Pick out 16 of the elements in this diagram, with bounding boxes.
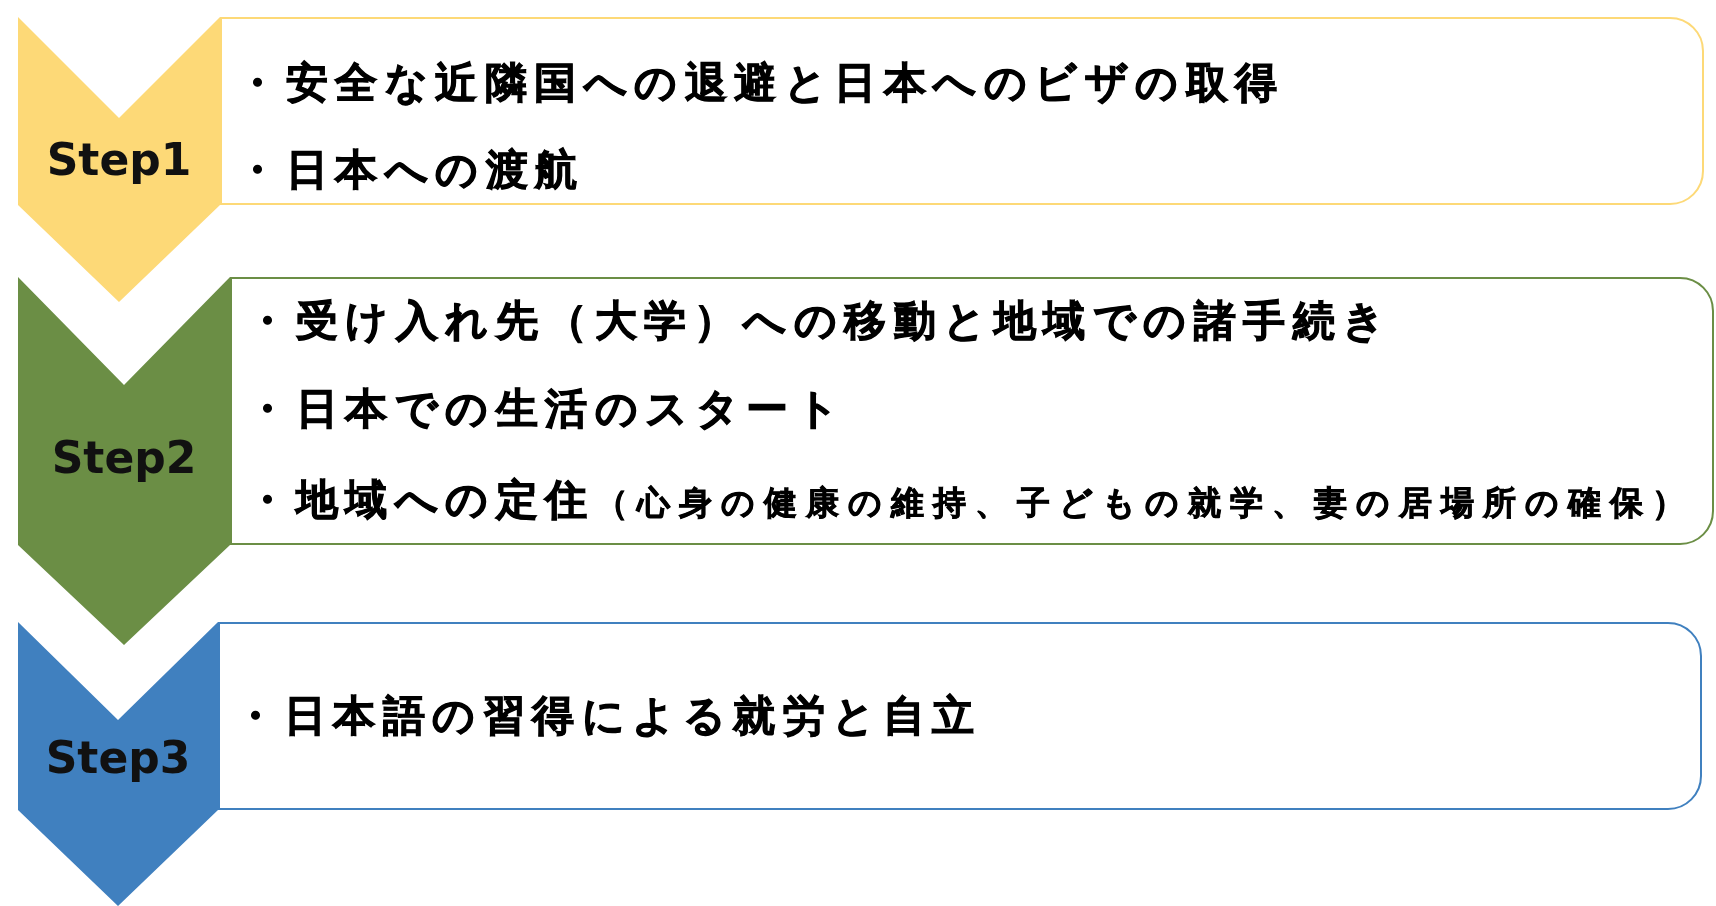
bullet-item: ・地域への定住	[246, 474, 595, 526]
text-box	[220, 17, 1704, 205]
step-label: Step2	[50, 433, 198, 483]
step-label: Step1	[45, 135, 193, 185]
bullet-item: ・日本への渡航	[236, 144, 585, 196]
bullet-item: ・日本語の習得による就労と自立	[234, 690, 982, 742]
note-text: （心身の健康の維持、子どもの就学、妻の居場所の確保）	[594, 482, 1694, 524]
text-box	[218, 622, 1702, 810]
step-marker	[18, 622, 218, 906]
bullet-item: ・安全な近隣国への退避と日本へのビザの取得	[236, 57, 1285, 109]
bullet-item: ・受け入れ先（大学）への移動と地域での諸手続き	[246, 295, 1393, 347]
text-box	[230, 277, 1714, 545]
step-marker	[18, 17, 220, 302]
step-label: Step3	[44, 733, 192, 783]
step-marker	[18, 277, 230, 645]
bullet-item: ・日本での生活のスタート	[246, 383, 846, 435]
